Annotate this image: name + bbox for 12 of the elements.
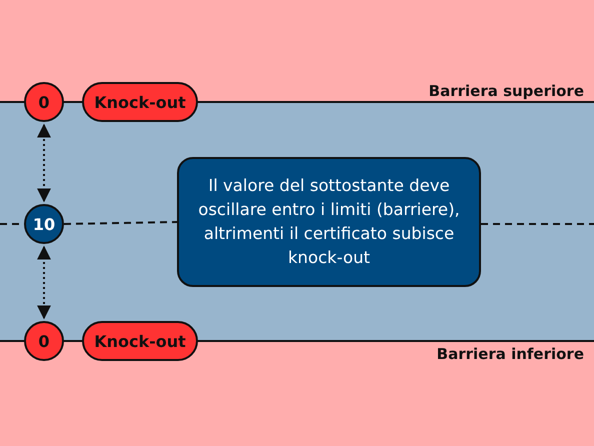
connector-line (64, 101, 82, 103)
double-arrow (37, 246, 51, 320)
barrier-label: Barriera inferiore (436, 345, 584, 363)
knock-out-pill: Knock-out (82, 82, 198, 122)
double-arrow (37, 124, 51, 202)
connector-line (64, 340, 82, 342)
barrier-label: Barriera superiore (428, 82, 584, 100)
connector-line (64, 221, 178, 225)
explanation-box: Il valore del sottostante deve oscillare entro i limiti (barriere), altrimenti il certificato subisce knock-out (177, 157, 481, 287)
knock-out-pill: Knock-out (82, 321, 198, 361)
value-circle: 0 (24, 82, 64, 122)
value-circle: 0 (24, 321, 64, 361)
